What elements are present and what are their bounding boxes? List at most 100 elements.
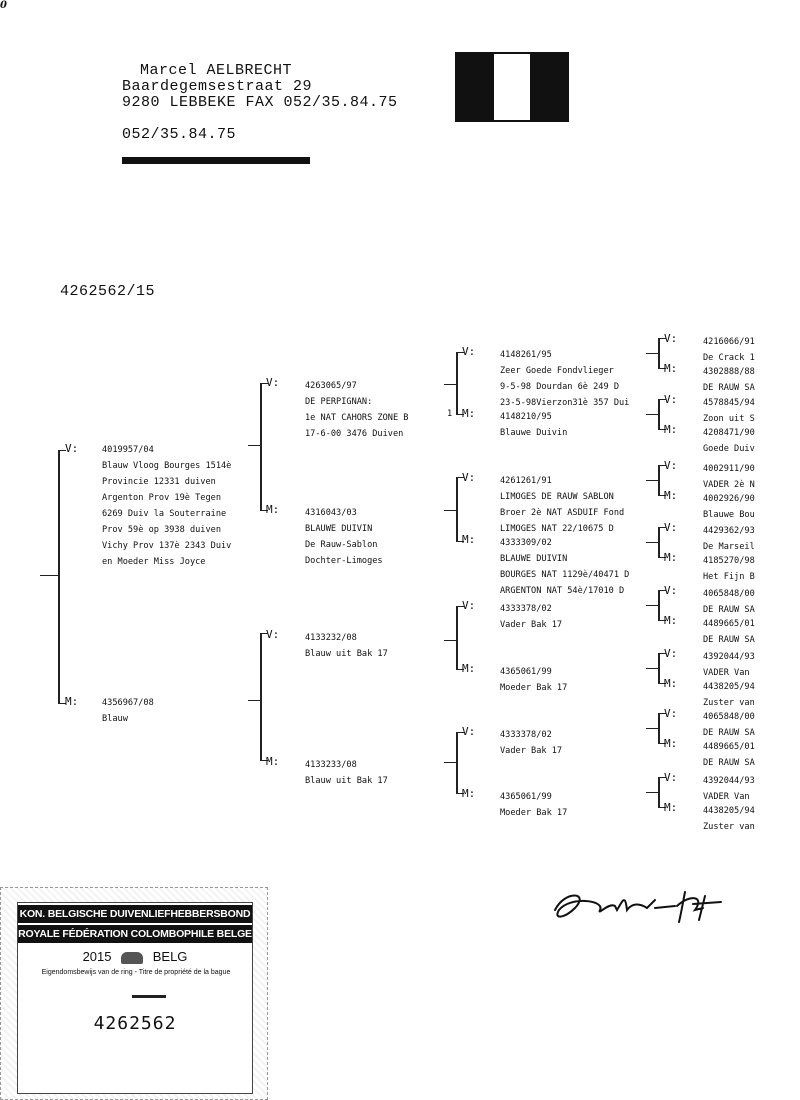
gen4-node-tag: V: bbox=[664, 393, 678, 406]
gen2-node-line: BLAUWE DUIVIN bbox=[305, 524, 373, 534]
bracket-gen3-top bbox=[456, 606, 464, 607]
connector-gen4 bbox=[646, 353, 660, 354]
gen4-node-line: 4065848/00 bbox=[703, 712, 755, 722]
flag-stripe-middle bbox=[493, 54, 531, 120]
gen3-node-line: ARGENTON NAT 54è/17010 D bbox=[500, 586, 625, 596]
bracket-gen2-bottom bbox=[260, 760, 268, 761]
gen4-node-tag: V: bbox=[664, 459, 678, 472]
connector-root bbox=[40, 575, 60, 576]
owner-phone: 052/35.84.75 bbox=[122, 126, 237, 143]
bracket-gen4-top bbox=[658, 777, 666, 778]
gen2-node-tag: V: bbox=[266, 628, 280, 641]
gen4-node-line: Goede Duiv bbox=[703, 444, 755, 454]
gen4-node-line: 4438205/94 bbox=[703, 682, 755, 692]
dam-line: Blauw bbox=[102, 714, 128, 724]
signature bbox=[554, 891, 722, 923]
gen3-node-tag: V: bbox=[462, 345, 476, 358]
gen4-node-line: VADER Van bbox=[703, 792, 750, 802]
gen3-node-line: LIMOGES DE RAUW SABLON bbox=[500, 492, 614, 502]
gen2-node-tag: M: bbox=[266, 503, 280, 516]
connector-gen4 bbox=[646, 668, 660, 669]
bracket-gen3-bottom bbox=[456, 414, 464, 415]
bracket-gen3-bottom bbox=[456, 793, 464, 794]
bracket-gen4 bbox=[658, 653, 660, 683]
gen4-node-line: DE RAUW SA bbox=[703, 383, 755, 393]
gen2-node-tag: M: bbox=[266, 755, 280, 768]
gen4-node-line: Zoon uit S bbox=[703, 414, 755, 424]
bracket-gen4 bbox=[658, 338, 660, 368]
bracket-gen4 bbox=[658, 399, 660, 429]
connector-gen3 bbox=[444, 762, 458, 763]
gen4-node-line: 4002926/90 bbox=[703, 494, 755, 504]
bracket-gen4 bbox=[658, 590, 660, 620]
gen3-node-tag: M: bbox=[462, 787, 476, 800]
owner-city-fax: 9280 LEBBEKE FAX 052/35.84.75 bbox=[122, 94, 398, 111]
gen4-node-line: 4489665/01 bbox=[703, 619, 755, 629]
gen3-node-tag: V: bbox=[462, 725, 476, 738]
owner-name: Marcel AELBRECHT bbox=[140, 62, 293, 79]
gen2-node-line: DE PERPIGNAN: bbox=[305, 397, 373, 407]
gen3-node-tag: V: bbox=[462, 599, 476, 612]
gen2-node-line: 4316043/03 bbox=[305, 508, 357, 518]
gen4-node-tag: V: bbox=[664, 647, 678, 660]
gen4-node-line: 4302888/88 bbox=[703, 367, 755, 377]
bracket-gen2 bbox=[260, 633, 262, 760]
bracket-gen2-top bbox=[260, 383, 268, 384]
certificate-ownership: Eigendomsbewijs van de ring - Titre de p… bbox=[41, 969, 231, 976]
gen3-node-line: BOURGES NAT 1129è/40471 D bbox=[500, 570, 630, 580]
gen4-node-line: Het Fijn B bbox=[703, 572, 755, 582]
bracket-gen4-bottom bbox=[658, 683, 666, 684]
gen4-node-tag: M: bbox=[664, 801, 678, 814]
gen3-node-line: 4148210/95 bbox=[500, 412, 552, 422]
bracket-gen3-bottom bbox=[456, 541, 464, 542]
connector-gen4 bbox=[646, 414, 660, 415]
corner-mark: 0 bbox=[0, 0, 7, 11]
certificate-ring-number: 4262562 bbox=[93, 1013, 177, 1034]
gen4-node-tag: M: bbox=[664, 362, 678, 375]
connector-gen4 bbox=[646, 792, 660, 793]
bracket-gen2 bbox=[260, 383, 262, 510]
gen3-node-line: 4333309/02 bbox=[500, 538, 552, 548]
bracket-gen4-top bbox=[658, 653, 666, 654]
gen3-node-line: LIMOGES NAT 22/10675 D bbox=[500, 524, 614, 534]
gen4-node-tag: M: bbox=[664, 551, 678, 564]
gen3-node-line: Blauwe Duivin bbox=[500, 428, 568, 438]
bracket-gen4 bbox=[658, 527, 660, 557]
gen2-node-line: 4133233/08 bbox=[305, 760, 357, 770]
bracket-gen4-top bbox=[658, 399, 666, 400]
connector-gen3 bbox=[444, 640, 458, 641]
bracket-gen3 bbox=[456, 352, 458, 414]
gen4-node-line: 4185270/98 bbox=[703, 556, 755, 566]
gen3-node-line: Vader Bak 17 bbox=[500, 746, 563, 756]
gen2-node-line: Blauw uit Bak 17 bbox=[305, 776, 388, 786]
certificate-line1: KON. BELGISCHE DUIVENLIEFHEBBERSBOND bbox=[18, 905, 252, 923]
certificate-mark bbox=[132, 995, 166, 998]
gen4-node-tag: M: bbox=[664, 423, 678, 436]
sire-line: Provincie 12331 duiven bbox=[102, 477, 216, 487]
bracket-gen3 bbox=[456, 477, 458, 541]
sire-line: Prov 59è op 3938 duiven bbox=[102, 525, 221, 535]
connector-gen4 bbox=[646, 605, 660, 606]
bracket-gen3 bbox=[456, 732, 458, 793]
bracket-gen4-bottom bbox=[658, 807, 666, 808]
certificate-year: 2015 bbox=[82, 949, 112, 964]
gen3-node-line: 9-5-98 Dourdan 6è 249 D bbox=[500, 382, 619, 392]
gen4-node-line: 4438205/94 bbox=[703, 806, 755, 816]
connector-gen4 bbox=[646, 542, 660, 543]
owner-street: Baardegemsestraat 29 bbox=[122, 78, 313, 95]
stray-mark: 1 bbox=[447, 409, 453, 419]
gen4-node-tag: V: bbox=[664, 771, 678, 784]
certificate-country: BELG bbox=[152, 949, 188, 964]
